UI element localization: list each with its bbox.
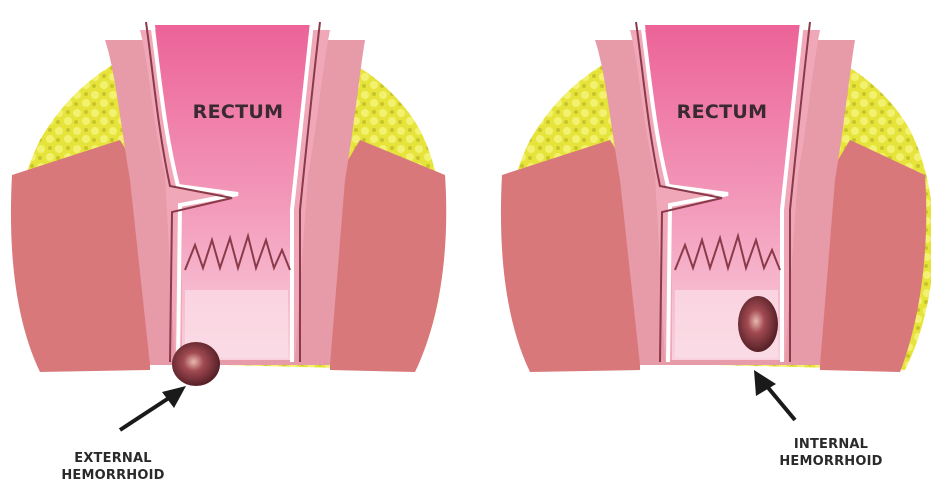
caption-line-2: HEMORRHOID xyxy=(756,453,906,470)
internal-hemorrhoid-caption: INTERNAL HEMORRHOID xyxy=(756,436,906,470)
external-hemorrhoid xyxy=(172,342,220,386)
sphincter-muscle-right xyxy=(820,140,926,372)
sphincter-muscle-right xyxy=(330,140,446,372)
panel-external: RECTUM xyxy=(11,22,446,430)
caption-line-1: EXTERNAL xyxy=(38,450,188,467)
arrow-icon xyxy=(120,386,186,430)
external-hemorrhoid-caption: EXTERNAL HEMORRHOID xyxy=(38,450,188,484)
rectum-label: RECTUM xyxy=(193,101,284,123)
arrow-icon xyxy=(754,370,795,420)
internal-hemorrhoid xyxy=(738,296,778,352)
caption-line-2: HEMORRHOID xyxy=(38,467,188,484)
panel-internal: RECTUM xyxy=(501,22,931,420)
caption-line-1: INTERNAL xyxy=(756,436,906,453)
rectum-label: RECTUM xyxy=(677,101,768,123)
